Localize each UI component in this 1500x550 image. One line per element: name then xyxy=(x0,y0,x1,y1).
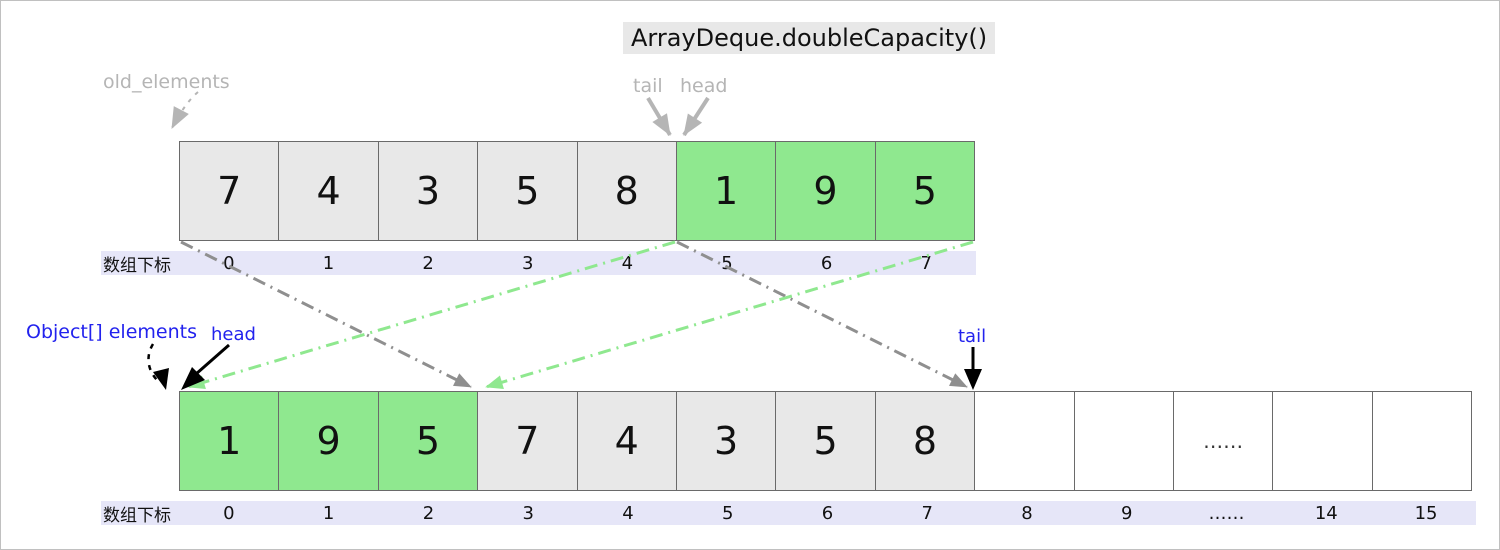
array-cell: 9 xyxy=(776,142,876,240)
array-cell: 5 xyxy=(875,142,974,240)
diagram-title: ArrayDeque.doubleCapacity() xyxy=(623,22,996,54)
array-cell: 7 xyxy=(180,142,280,240)
bottom-tail-label: tail xyxy=(958,326,987,347)
array-cell: 5 xyxy=(478,142,578,240)
index-label: 7 xyxy=(920,252,932,274)
array-cell: 3 xyxy=(676,392,777,490)
array-cell: 1 xyxy=(180,392,280,490)
index-label: 7 xyxy=(921,502,933,524)
array-cell: 3 xyxy=(378,142,479,240)
index-label: 8 xyxy=(1021,502,1033,524)
array-cell: 9 xyxy=(279,392,379,490)
index-caption: 数组下标 xyxy=(103,255,171,276)
index-caption: 数组下标 xyxy=(103,505,171,526)
array-cell xyxy=(1273,392,1373,490)
old-array-index-bar: 数组下标 0 1 2 3 4 5 6 7 xyxy=(101,251,976,276)
array-cell: 1 xyxy=(676,142,777,240)
top-head-label: head xyxy=(680,75,728,97)
index-label: 1 xyxy=(322,502,335,524)
old-elements-pointer xyxy=(171,91,199,129)
index-label: 5 xyxy=(721,252,733,274)
new-array-index-bar: 数组下标 0 1 2 3 4 5 6 7 8 9 …… 14 15 xyxy=(101,501,1476,526)
bottom-tail-pointer-arrowhead xyxy=(964,369,982,390)
index-label: 2 xyxy=(422,252,434,274)
array-cell: 7 xyxy=(478,392,578,490)
elements-pointer-arrowhead xyxy=(153,368,169,390)
elements-label: Object[] elements xyxy=(26,321,197,343)
bottom-head-pointer-arrowhead xyxy=(181,367,205,390)
index-label: 6 xyxy=(820,252,833,274)
index-label: 9 xyxy=(1121,502,1133,524)
index-label: 4 xyxy=(622,502,634,524)
index-label: 14 xyxy=(1314,502,1338,524)
array-cell: …… xyxy=(1173,392,1274,490)
top-head-pointer xyxy=(682,96,710,137)
array-cell: 8 xyxy=(875,392,976,490)
index-label: 2 xyxy=(422,502,435,524)
old-elements-label: old_elements xyxy=(103,71,230,93)
bottom-head-pointer xyxy=(195,343,230,376)
array-cell: 4 xyxy=(279,142,379,240)
index-label: 15 xyxy=(1414,502,1438,524)
array-cell: 8 xyxy=(577,142,677,240)
index-label: 0 xyxy=(223,252,235,274)
array-cell: 4 xyxy=(577,392,677,490)
array-cell: 5 xyxy=(776,392,876,490)
index-label: 3 xyxy=(522,502,534,524)
array-cell xyxy=(1074,392,1174,490)
bottom-head-label: head xyxy=(211,324,256,345)
index-label: 5 xyxy=(721,502,734,524)
array-cell xyxy=(1372,392,1472,490)
index-label: 3 xyxy=(521,252,534,274)
index-label: 1 xyxy=(322,252,335,274)
top-tail-label: tail xyxy=(633,75,663,97)
index-label: 4 xyxy=(621,252,634,274)
array-cell xyxy=(975,392,1075,490)
index-label: …… xyxy=(1208,502,1245,524)
array-cell: 5 xyxy=(378,392,479,490)
elements-pointer xyxy=(147,343,160,383)
index-label: 6 xyxy=(821,502,834,524)
index-label: 0 xyxy=(223,502,235,524)
top-tail-pointer xyxy=(646,96,672,137)
